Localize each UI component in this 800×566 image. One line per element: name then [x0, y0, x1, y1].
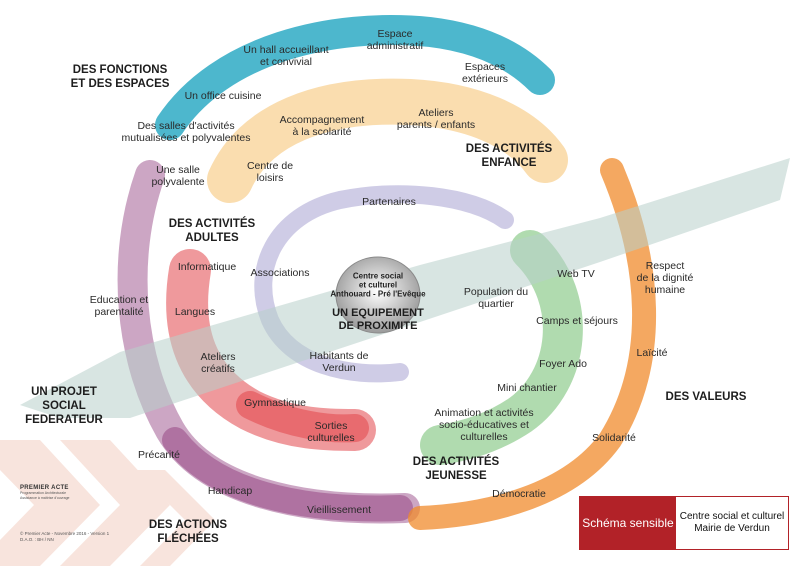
legend-box: Schéma sensible Centre social et culture… [579, 496, 789, 550]
credit-line: © Premier Acte - Novembre 2016 - Version… [20, 531, 110, 542]
logo-name: PREMIER ACTE [20, 485, 69, 491]
item-sorties-culturelles: Sorties culturelles [307, 420, 355, 444]
item-hall: Un hall accueillant et convivial [243, 44, 329, 68]
valeurs-arc [408, 158, 656, 530]
center-name: Centre social et culturel Anthouard - Pr… [330, 271, 426, 299]
item-camps-sejours: Camps et séjours [536, 315, 618, 327]
item-salles-activites: Des salles d'activités mutualisées et po… [121, 120, 251, 144]
background-chevrons [0, 440, 215, 566]
section-valeurs-title: DES VALEURS [665, 391, 747, 403]
item-gymnastique: Gymnastique [244, 397, 306, 409]
item-salle-polyvalente: Une salle polyvalente [151, 164, 205, 188]
item-espace-administratif: Espace administratif [366, 28, 424, 52]
section-fonctions-title: DES FONCTIONS ET DES ESPACES [70, 64, 170, 90]
section-jeunesse-title: DES ACTIVITÉS JEUNESSE [412, 456, 500, 482]
premier-acte-logo: PREMIER ACTE Programmation Architectural… [20, 485, 90, 500]
item-respect-dignite: Respect de la dignité humaine [636, 260, 694, 296]
adultes-arc-core [236, 391, 369, 443]
inner-arc [254, 185, 514, 383]
logo-subtitle: Programmation Architecturale Assistance … [20, 491, 70, 500]
item-education-parentalite: Education et parentalité [89, 294, 149, 318]
item-democratie: Démocratie [492, 488, 546, 500]
item-ateliers-parents-enfants: Ateliers parents / enfants [396, 107, 476, 131]
section-projet-title: UN PROJET SOCIAL FEDERATEUR [25, 386, 103, 426]
actions-arc-core [162, 427, 413, 522]
legend-label: Schéma sensible [580, 497, 676, 549]
item-centre-loisirs: Centre de loisirs [246, 160, 294, 184]
item-web-tv: Web TV [557, 268, 595, 280]
item-ateliers-creatifs: Ateliers créatifs [200, 351, 236, 375]
item-accompagnement-scolarite: Accompagnement à la scolarité [279, 114, 365, 138]
item-mini-chantier: Mini chantier [497, 382, 557, 394]
section-enfance-title: DES ACTIVITÉS ENFANCE [465, 143, 553, 169]
item-office-cuisine: Un office cuisine [184, 90, 262, 102]
item-associations: Associations [250, 267, 310, 279]
item-habitants-verdun: Habitants de Verdun [309, 350, 369, 374]
jeunesse-arc [420, 230, 583, 465]
item-laicite: Laïcité [636, 347, 668, 359]
item-precarite: Précarité [137, 449, 181, 461]
item-espaces-exterieurs: Espaces extérieurs [461, 61, 509, 85]
enfance-arc [207, 78, 568, 203]
item-handicap: Handicap [207, 485, 253, 497]
center-title: UN EQUIPEMENT DE PROXIMITE [332, 307, 424, 332]
center-sphere [335, 256, 421, 334]
item-langues: Langues [174, 306, 216, 318]
legend-text: Centre social et culturel Mairie de Verd… [679, 511, 785, 534]
fonctions-arc [155, 15, 555, 140]
item-solidarite: Solidarité [592, 432, 636, 444]
item-vieillissement: Vieillissement [307, 504, 371, 516]
item-population-quartier: Population du quartier [463, 286, 529, 310]
item-animation-activites: Animation et activités socio-éducatives … [434, 407, 534, 443]
section-actions-title: DES ACTIONS FLÉCHÉES [148, 519, 228, 545]
item-partenaires: Partenaires [362, 196, 416, 208]
item-foyer-ado: Foyer Ado [539, 358, 587, 370]
section-adultes-title: DES ACTIVITÉS ADULTES [168, 218, 256, 244]
item-informatique: Informatique [177, 261, 237, 273]
